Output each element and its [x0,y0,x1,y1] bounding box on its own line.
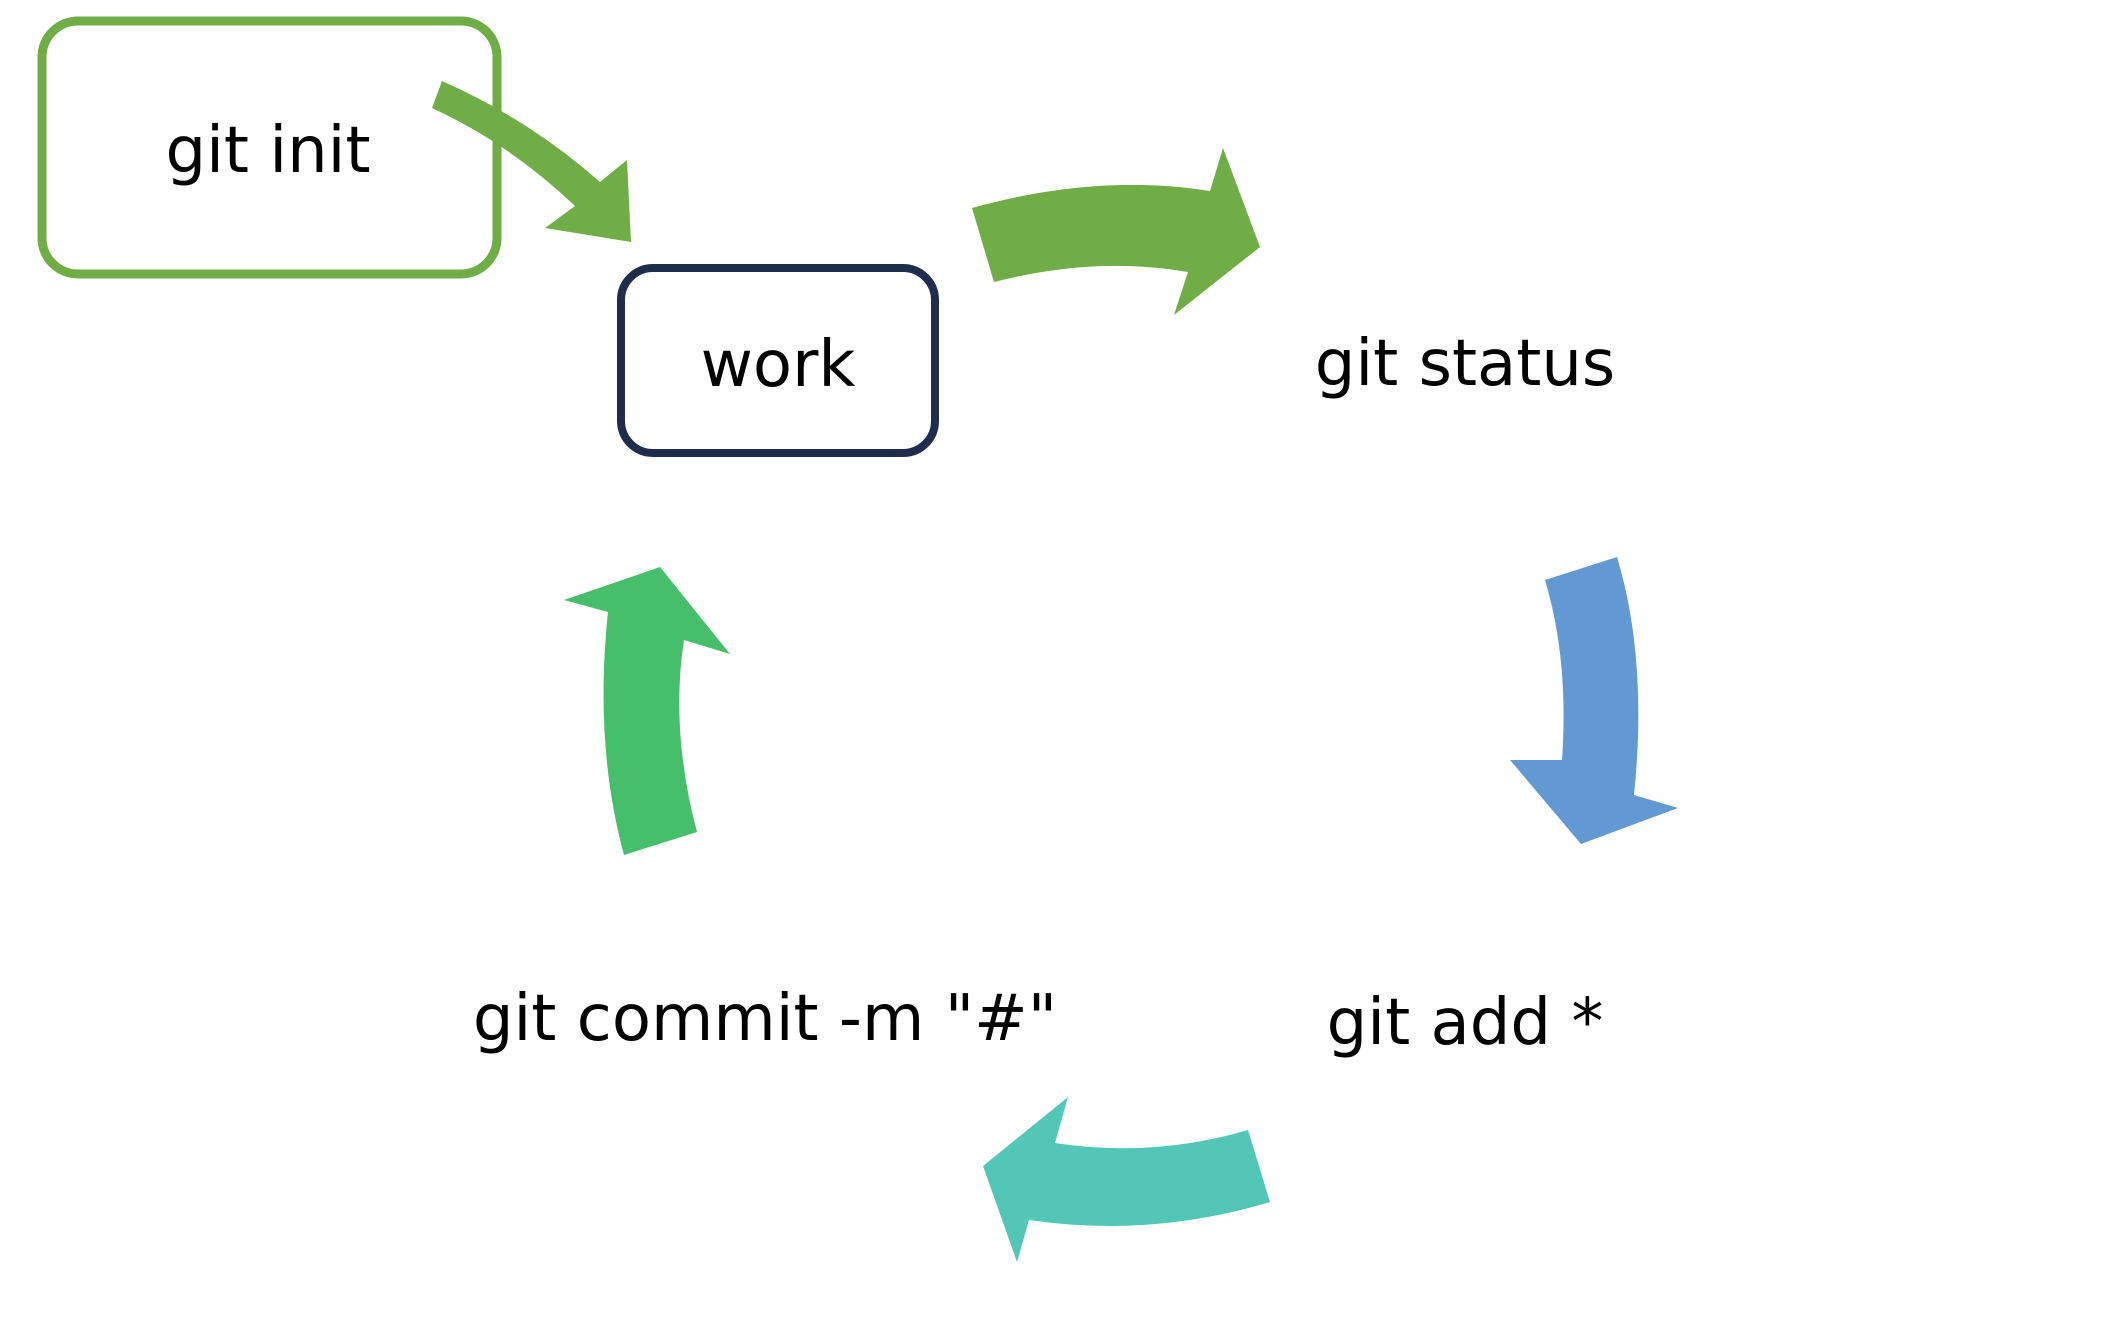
node-git-init-box [37,16,502,279]
arrow-init-to-work [432,81,631,242]
node-work-label: work [701,328,856,402]
node-git-init-label: git init [165,114,370,188]
arrow-status-to-add [1510,557,1678,844]
arrow-work-to-status [972,148,1260,315]
node-git-add-label: git add * [1327,986,1604,1060]
node-git-commit-label: git commit -m "#" [473,982,1057,1056]
node-git-status-label: git status [1315,327,1616,401]
node-work: work [617,264,939,457]
arrow-add-to-commit [983,1097,1270,1262]
node-git-init: git init [37,16,502,279]
node-work-box [617,264,939,457]
arrow-commit-to-work [564,567,730,855]
